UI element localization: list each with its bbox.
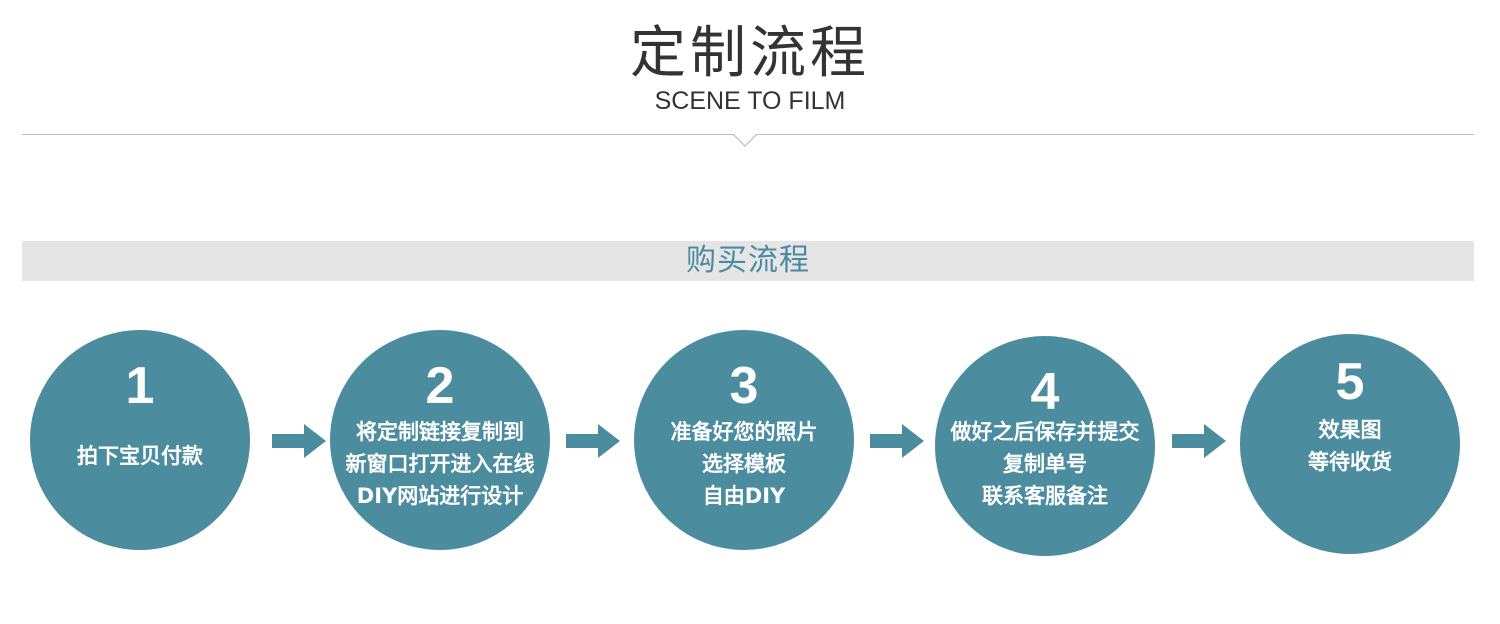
step-number: 5 xyxy=(1335,353,1365,411)
step-line: 联系客服备注 xyxy=(982,484,1108,508)
step-text: 将定制链接复制到 新窗口打开进入在线 DIY网站进行设计 xyxy=(336,416,544,512)
step-text: 拍下宝贝付款 xyxy=(36,440,244,472)
arrow-right-icon xyxy=(1172,424,1226,458)
step-5-circle: 5 效果图 等待收货 xyxy=(1240,334,1460,554)
arrow-right-icon xyxy=(566,424,620,458)
step-number: 4 xyxy=(1030,363,1060,421)
step-line: 复制单号 xyxy=(1003,452,1087,476)
step-number: 2 xyxy=(425,357,455,415)
step-line: 选择模板 xyxy=(702,452,786,476)
step-number: 3 xyxy=(729,357,759,415)
step-line: 新窗口打开进入在线 xyxy=(345,452,535,476)
step-text: 准备好您的照片 选择模板 自由DIY xyxy=(640,416,848,512)
step-number: 1 xyxy=(125,357,155,415)
step-line: 自由DIY xyxy=(702,484,786,508)
page-subtitle: SCENE TO FILM xyxy=(654,87,846,115)
step-2-circle: 2 将定制链接复制到 新窗口打开进入在线 DIY网站进行设计 xyxy=(330,330,550,550)
section-label: 购买流程 xyxy=(686,243,810,278)
arrow-right-icon xyxy=(870,424,924,458)
step-4-circle: 4 做好之后保存并提交 复制单号 联系客服备注 xyxy=(935,336,1155,556)
step-line: 准备好您的照片 xyxy=(670,420,818,444)
step-line: 拍下宝贝付款 xyxy=(77,444,203,468)
divider-notch xyxy=(733,134,757,147)
step-text: 效果图 等待收货 xyxy=(1246,414,1454,478)
arrow-right-icon xyxy=(272,424,326,458)
step-1-circle: 1 拍下宝贝付款 xyxy=(30,330,250,550)
step-line: 效果图 xyxy=(1318,418,1382,442)
page-title: 定制流程 xyxy=(630,21,870,86)
step-line: 将定制链接复制到 xyxy=(356,420,524,444)
step-3-circle: 3 准备好您的照片 选择模板 自由DIY xyxy=(634,330,854,550)
step-text: 做好之后保存并提交 复制单号 联系客服备注 xyxy=(941,416,1149,512)
step-line: 等待收货 xyxy=(1308,450,1392,474)
step-line: 做好之后保存并提交 xyxy=(950,420,1140,444)
section-band: 购买流程 xyxy=(22,241,1474,281)
step-line: DIY网站进行设计 xyxy=(356,484,524,508)
